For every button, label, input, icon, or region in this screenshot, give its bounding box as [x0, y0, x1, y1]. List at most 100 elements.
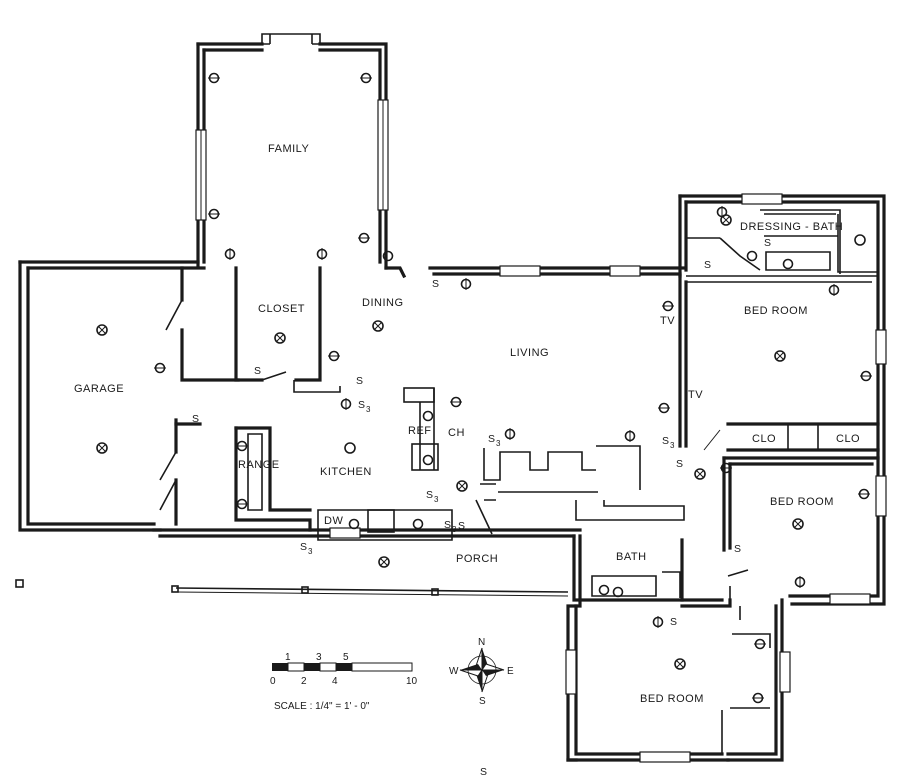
- switch-sub: 3: [670, 441, 675, 450]
- outlet-icon: [348, 518, 360, 530]
- label-garage: GARAGE: [74, 383, 124, 395]
- light-fixture-icon: [674, 658, 686, 670]
- scale-tick-label: 0: [270, 676, 276, 687]
- compass-s: S: [479, 696, 486, 707]
- light-fixture-icon: [774, 350, 786, 362]
- switch-sub: 3: [496, 439, 501, 448]
- switch-s: S: [426, 489, 433, 501]
- room-labels: FAMILY DINING CLOSET GARAGE LIVING KITCH…: [74, 143, 860, 705]
- garage-walls: [18, 260, 240, 532]
- light-fixture-icon: [372, 320, 384, 332]
- outlet-icon: [858, 488, 870, 500]
- outlet-icon: [720, 462, 732, 474]
- ceiling-fixtures: [96, 214, 866, 670]
- switch-label: S: [704, 259, 711, 271]
- scale-tick-label: 10: [406, 676, 418, 687]
- label-dining: DINING: [362, 297, 404, 309]
- outlet-icon: [422, 454, 434, 466]
- scale-tick-label: 4: [332, 676, 338, 687]
- switch-s: S: [444, 519, 451, 531]
- switch-label: S: [432, 278, 439, 290]
- living-walls: [475, 445, 685, 535]
- switch-label: S: [458, 520, 465, 532]
- three-way-switch: S 3: [488, 433, 501, 448]
- outlet-icon: [752, 692, 764, 704]
- scale-segment: [287, 662, 305, 672]
- three-way-switch: S 3: [300, 541, 313, 556]
- outlet-icon: [598, 584, 610, 596]
- outlet-icon: [754, 638, 766, 650]
- label-closet-1: CLO: [752, 433, 776, 445]
- closet-walls: [234, 266, 322, 382]
- light-fixture-icon: [274, 332, 286, 344]
- family-room-walls: [195, 33, 389, 270]
- three-way-switch: S 3: [426, 489, 439, 504]
- switch-symbols: S S S S S S S S S S S S 3 S 3 S 3 S 3 S …: [192, 237, 771, 777]
- light-fixture-icon: [96, 442, 108, 454]
- south-bedroom-walls: [565, 598, 791, 763]
- label-dressing-bath: DRESSING - BATH: [740, 221, 843, 233]
- outlet-icon: [450, 396, 462, 408]
- outlet-icon: [652, 616, 664, 628]
- outlet-icon: [422, 410, 434, 422]
- scale-segment: [272, 663, 288, 671]
- scale-tick-label: 2: [301, 676, 307, 687]
- label-family: FAMILY: [268, 143, 309, 155]
- kitchen-walls: [152, 380, 582, 541]
- switch-sub: 3: [308, 547, 313, 556]
- label-kitchen: KITCHEN: [320, 466, 372, 478]
- porch-rail: [15, 579, 569, 597]
- outlet-icon: [340, 398, 352, 410]
- outlet-icon: [662, 300, 674, 312]
- light-fixture-icon: [792, 518, 804, 530]
- three-way-switch: S 3: [358, 399, 371, 414]
- outlet-icon: [208, 72, 220, 84]
- scale-tick-label: 3: [316, 652, 322, 663]
- label-bed-room-north: BED ROOM: [744, 305, 808, 317]
- label-porch: PORCH: [456, 553, 498, 565]
- switch-label: S: [356, 375, 363, 387]
- compass-rose-icon: N S E W: [449, 637, 514, 707]
- outlet-icon: [360, 72, 372, 84]
- scale-tick-label: 5: [343, 652, 349, 663]
- outlet-icon: [794, 576, 806, 588]
- switch-sub: 3: [452, 525, 457, 534]
- outlet-icon: [504, 428, 516, 440]
- label-closet-2: CLO: [836, 433, 860, 445]
- scale-bar: 1 3 5 0 2 4 10 SCALE : 1/4" = 1' - 0": [270, 652, 418, 712]
- light-fixture-icon: [854, 234, 866, 246]
- outlet-icon: [316, 248, 328, 260]
- label-bed-room-east: BED ROOM: [770, 496, 834, 508]
- outlet-icon: [382, 250, 394, 262]
- label-bed-room-south: BED ROOM: [640, 693, 704, 705]
- switch-label: S: [480, 766, 487, 777]
- outlet-icon: [612, 586, 624, 598]
- scale-segment: [304, 663, 320, 671]
- outlet-icon: [412, 518, 424, 530]
- light-fixture-icon: [96, 324, 108, 336]
- light-fixture-icon: [694, 468, 706, 480]
- scale-segment: [319, 662, 337, 672]
- scale-segment: [351, 662, 413, 672]
- switch-s: S: [300, 541, 307, 553]
- outlet-icon: [154, 362, 166, 374]
- compass-w: W: [449, 666, 459, 677]
- switch-label: S: [676, 458, 683, 470]
- outlet-icon: [328, 350, 340, 362]
- switch-s: S: [488, 433, 495, 445]
- three-way-switch: S 3: [444, 519, 457, 534]
- wall-outlets: [154, 72, 872, 704]
- outlet-icon: [860, 370, 872, 382]
- compass-n: N: [478, 637, 485, 648]
- switch-label: S: [254, 365, 261, 377]
- outlet-icon: [236, 498, 248, 510]
- outlet-icon: [208, 208, 220, 220]
- bath-walls: [566, 534, 684, 762]
- label-bath: BATH: [616, 551, 647, 563]
- label-range: RANGE: [238, 459, 280, 471]
- outlet-icon: [224, 248, 236, 260]
- outlet-icon: [716, 206, 728, 218]
- east-wing-walls: [678, 193, 887, 606]
- switch-label: S: [670, 616, 677, 628]
- switch-label: S: [764, 237, 771, 249]
